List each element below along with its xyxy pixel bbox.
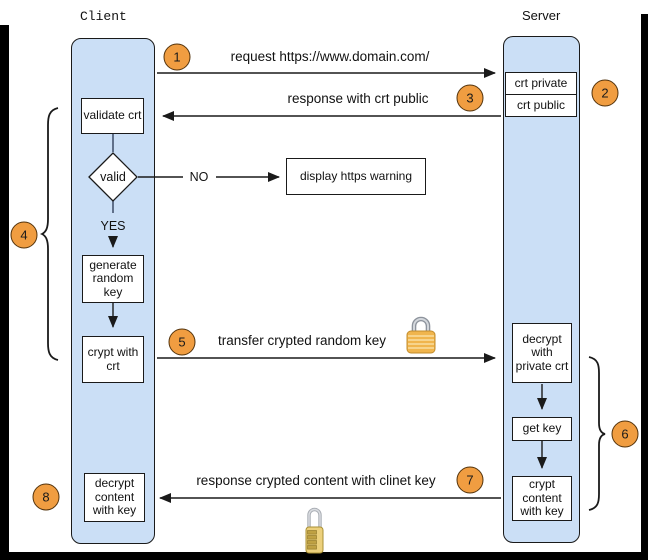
crt-public-cell: crt public (506, 94, 576, 116)
brace-server-group (588, 356, 606, 511)
transfer-key-message: transfer crypted random key (217, 333, 387, 348)
crypt-content-label: crypt content with key (520, 477, 564, 519)
generate-key-label: generate random key (89, 257, 137, 299)
server-label: Server (522, 8, 561, 23)
crypt-with-crt-box: crypt with crt (82, 336, 144, 383)
get-key-label: get key (522, 421, 562, 436)
yes-label: YES (100, 219, 126, 233)
frame-left (0, 25, 9, 560)
combination-padlock-icon (305, 507, 324, 554)
step-7-badge: 7 (456, 466, 484, 494)
valid-decision-label: valid (100, 170, 126, 184)
crt-private-cell: crt private (514, 75, 568, 90)
step-4-badge: 4 (10, 221, 38, 249)
step-2-badge: 2 (591, 79, 619, 107)
request-message: request https://www.domain.com/ (230, 49, 430, 64)
validate-crt-label: validate crt (83, 108, 142, 123)
generate-key-box: generate random key (82, 255, 144, 303)
decrypt-private-box: decrypt with private crt (512, 323, 572, 383)
response-content-message: response crypted content with clinet key (196, 473, 436, 488)
frame-bottom (0, 552, 648, 560)
decrypt-private-label: decrypt with private crt (515, 331, 569, 373)
closed-padlock-icon (406, 316, 436, 354)
brace-client-group (39, 107, 59, 361)
no-label: NO (189, 170, 209, 184)
crypt-content-box: crypt content with key (512, 476, 572, 521)
get-key-box: get key (512, 417, 572, 441)
response-public-message: response with crt public (287, 91, 429, 106)
validate-crt-box: validate crt (81, 98, 144, 134)
display-warning-box: display https warning (286, 158, 426, 195)
step-5-badge: 5 (168, 328, 196, 356)
step-1-badge: 1 (163, 43, 191, 71)
display-warning-label: display https warning (299, 168, 413, 183)
step-6-badge: 6 (611, 420, 639, 448)
step-8-badge: 8 (32, 483, 60, 511)
crt-keys-box: crt private crt public (505, 72, 577, 117)
decrypt-content-label: decrypt content with key (92, 476, 137, 518)
frame-right (641, 14, 648, 560)
decrypt-content-box: decrypt content with key (84, 473, 145, 522)
step-3-badge: 3 (456, 84, 484, 112)
crypt-with-crt-label: crypt with crt (87, 345, 139, 373)
client-label: Client (80, 9, 127, 24)
